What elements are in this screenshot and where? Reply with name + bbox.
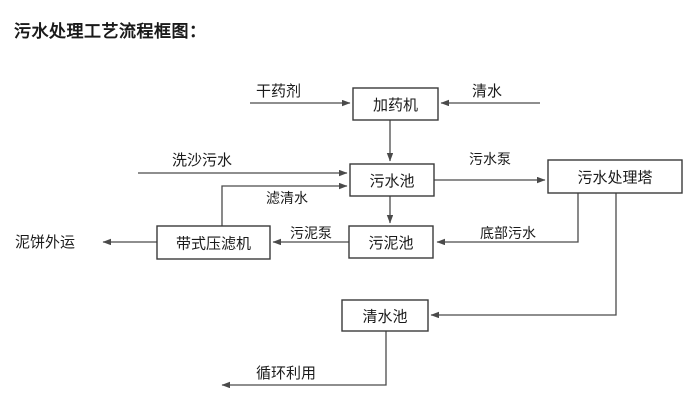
node-dosing-machine-label: 加药机	[373, 96, 418, 114]
node-belt-filter-press-box	[156, 225, 271, 260]
node-clean-water-pool-label: 清水池	[362, 308, 407, 326]
node-wastewater-pool-box	[349, 163, 435, 197]
edge-label-wastewater-pump: 污水泵	[469, 152, 511, 168]
node-clean-water-pool-box	[341, 299, 429, 332]
node-sludge-pool-label: 污泥池	[368, 234, 413, 252]
node-dosing-machine-box	[352, 87, 439, 121]
node-treatment-tower[interactable]: 污水处理塔	[547, 159, 683, 194]
node-sludge-pool[interactable]: 污泥池	[348, 225, 434, 259]
node-treatment-tower-label: 污水处理塔	[577, 169, 652, 187]
terminal-mud-cake-out-label: 泥饼外运	[15, 233, 75, 251]
node-belt-filter-press-label: 带式压滤机	[176, 235, 251, 253]
edge-bottom-wastewater-to-sludge-pool	[436, 193, 579, 246]
edge-filtrate-to-wastewater-pool	[221, 182, 348, 226]
terminal-recycle-use-label: 循环利用	[256, 364, 316, 382]
node-sludge-pool-box	[348, 225, 434, 259]
node-dosing-machine[interactable]: 加药机	[352, 87, 439, 121]
node-wastewater-pool-label: 污水池	[369, 172, 414, 190]
node-clean-water-pool[interactable]: 清水池	[341, 299, 429, 332]
edge-label-bottom-wastewater: 底部污水	[480, 226, 536, 242]
edge-label-filtrate: 滤清水	[266, 191, 308, 207]
node-wastewater-pool[interactable]: 污水池	[349, 163, 435, 197]
edge-clean-water-pool-to-recycle	[221, 331, 387, 389]
edge-tower-to-clean-water-pool	[430, 193, 617, 319]
terminal-dry-reagent-label: 干药剂	[256, 82, 301, 100]
page-title: 污水处理工艺流程框图：	[14, 22, 207, 42]
edge-label-sludge-pump: 污泥泵	[290, 226, 332, 242]
node-treatment-tower-box	[547, 159, 683, 194]
terminal-clear-water-label: 清水	[472, 82, 502, 100]
node-belt-filter-press[interactable]: 带式压滤机	[156, 225, 271, 260]
terminal-sand-wash-wastewater-label: 洗沙污水	[172, 151, 232, 169]
